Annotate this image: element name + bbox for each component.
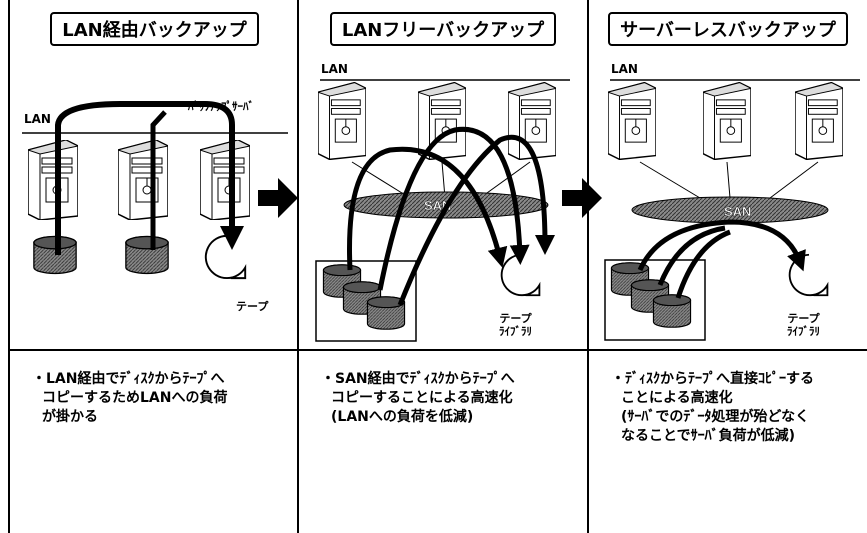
desc-line: ことによる高速化	[621, 390, 733, 406]
panel-header: LANフリーバックアップ	[299, 12, 587, 46]
panel-lan-backup: LAN経由バックアップ LAN ﾊﾞｯｸｱｯﾌﾟｻｰﾊﾞ テープ ・LAN経由で…	[8, 0, 299, 533]
description: ・LAN経由でﾃﾞｨｽｸからﾃｰﾌﾟへ コピーするためLANへの負荷 が掛かる	[32, 370, 291, 427]
disk-array-frame	[315, 260, 417, 342]
tape-library-label: テープ ﾗｲﾌﾞﾗﾘ	[787, 312, 820, 338]
tape-icon	[204, 234, 247, 280]
data-path	[150, 110, 167, 250]
desc-line: コピーすることによる高速化	[331, 390, 513, 406]
panel-header: LAN経由バックアップ	[10, 12, 299, 46]
tape-library-label-2: ﾗｲﾌﾞﾗﾘ	[787, 325, 820, 338]
san-link	[639, 161, 701, 199]
description: ・SAN経由でﾃﾞｨｽｸからﾃｰﾌﾟへ コピーすることによる高速化 (LANへの…	[321, 370, 579, 427]
san-link	[769, 161, 819, 199]
server-icon	[703, 82, 751, 160]
panel-title: LANフリーバックアップ	[329, 12, 557, 46]
san-label: SAN	[724, 204, 751, 219]
san-link	[479, 161, 531, 199]
desc-line: ・SAN経由でﾃﾞｨｽｸからﾃｰﾌﾟへ	[321, 371, 515, 387]
data-path	[55, 101, 244, 255]
disk-icon	[125, 235, 169, 275]
lan-label: LAN	[321, 62, 348, 76]
desc-line: なることでｻｰﾊﾞ負荷が低減)	[621, 428, 795, 444]
desc-line: ・LAN経由でﾃﾞｨｽｸからﾃｰﾌﾟへ	[32, 371, 225, 387]
divider	[299, 349, 587, 351]
panel-serverless-backup: サーバーレスバックアップ LAN テープ ﾗｲﾌﾞﾗﾘ ・ﾃﾞｨｽｸからﾃｰﾌﾟ…	[587, 0, 867, 533]
server-icon	[608, 82, 656, 160]
data-path	[657, 225, 726, 286]
tape-icon	[788, 253, 829, 297]
divider	[589, 349, 867, 351]
data-path	[347, 146, 508, 271]
panel-lan-free-backup: LANフリーバックアップ LAN テープ ﾗｲﾌﾞﾗﾘ ・SAN経由でﾃﾞｨｽｸ…	[297, 0, 587, 533]
desc-line: (ｻｰﾊﾞでのﾃﾞｰﾀ処理が殆どなく	[621, 409, 810, 425]
desc-line: コピーするためLANへの負荷	[42, 390, 228, 406]
lan-label: LAN	[24, 112, 51, 126]
tape-label: テープ	[236, 300, 269, 313]
panel-title: LAN経由バックアップ	[50, 12, 259, 46]
data-path	[637, 219, 806, 272]
data-path	[397, 134, 555, 306]
server-icon	[200, 140, 250, 220]
server-icon	[28, 140, 78, 220]
server-icon	[795, 82, 843, 160]
tape-library-label-2: ﾗｲﾌﾞﾗﾘ	[499, 325, 532, 338]
arrow-right-icon	[562, 178, 602, 218]
arrow-right-icon	[258, 178, 298, 218]
desc-line: ・ﾃﾞｨｽｸからﾃｰﾌﾟへ直接ｺﾋﾟｰする	[611, 371, 814, 387]
desc-line: (LANへの負荷を低減)	[331, 409, 474, 425]
san-link	[351, 161, 411, 199]
description: ・ﾃﾞｨｽｸからﾃｰﾌﾟへ直接ｺﾋﾟｰする ことによる高速化 (ｻｰﾊﾞでのﾃﾞ…	[611, 370, 859, 446]
san-link	[726, 161, 731, 199]
lan-label: LAN	[611, 62, 638, 76]
tape-library-label-1: テープ	[499, 312, 532, 325]
server-icon	[118, 140, 168, 220]
tape-library-label-1: テープ	[787, 312, 820, 325]
desc-line: が掛かる	[42, 409, 98, 425]
tape-icon	[500, 253, 541, 297]
panel-header: サーバーレスバックアップ	[589, 12, 867, 46]
server-icon	[318, 82, 366, 160]
tape-library-label: テープ ﾗｲﾌﾞﾗﾘ	[499, 312, 532, 338]
disk-array-frame	[604, 259, 706, 341]
disk-icon	[652, 294, 692, 328]
panel-title: サーバーレスバックアップ	[608, 12, 848, 46]
divider	[10, 349, 299, 351]
server-icon	[418, 82, 466, 160]
data-path	[675, 229, 731, 299]
data-path	[377, 126, 530, 291]
